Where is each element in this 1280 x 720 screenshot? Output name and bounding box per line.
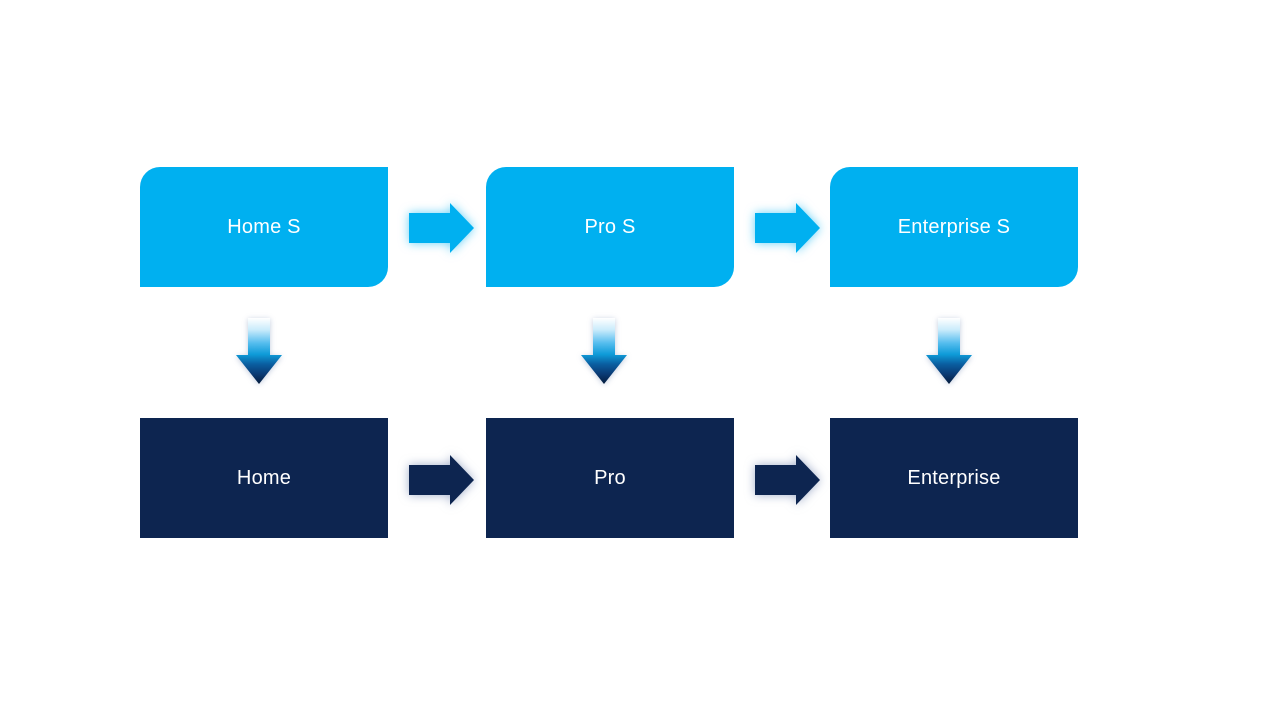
node-pro: Pro	[486, 418, 734, 538]
down-arrow-icon	[926, 318, 972, 384]
down-arrow-icon	[236, 318, 282, 384]
node-enterprise-s: Enterprise S	[830, 167, 1078, 287]
down-arrow-icon	[581, 318, 627, 384]
node-label: Home S	[227, 215, 301, 238]
node-pro-s: Pro S	[486, 167, 734, 287]
node-home: Home	[140, 418, 388, 538]
right-arrow-icon	[755, 455, 820, 505]
node-label: Pro	[594, 466, 626, 489]
node-label: Home	[236, 466, 292, 489]
right-arrow-icon	[755, 203, 820, 253]
right-arrow-icon	[409, 455, 474, 505]
node-enterprise: Enterprise	[830, 418, 1078, 538]
node-label: Pro S	[584, 215, 636, 238]
node-label: Enterprise	[907, 466, 1001, 489]
right-arrow-icon	[409, 203, 474, 253]
node-label: Enterprise S	[897, 215, 1011, 238]
node-home-s: Home S	[140, 167, 388, 287]
